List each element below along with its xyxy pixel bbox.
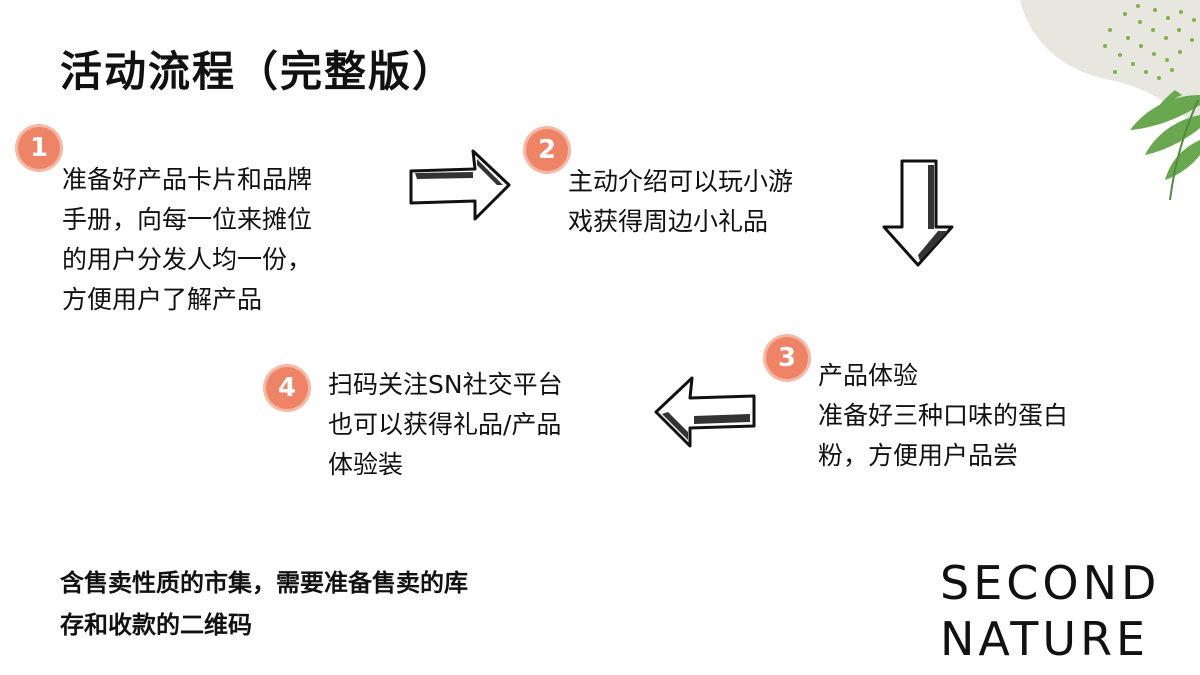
step-1-text: 准备好产品卡片和品牌 手册，向每一位来摊位 的用户分发人均一份， 方便用户了解产… bbox=[62, 160, 312, 320]
step-4-line: 也可以获得礼品/产品 bbox=[328, 410, 562, 439]
page-title: 活动流程（完整版） bbox=[60, 47, 457, 96]
leaf-icon bbox=[1130, 90, 1200, 200]
footer-note-line: 含售卖性质的市集，需要准备售卖的库 bbox=[60, 569, 468, 597]
step-1-line: 的用户分发人均一份， bbox=[62, 245, 313, 274]
step-1-line: 方便用户了解产品 bbox=[62, 285, 263, 314]
logo-line-1: SECOND bbox=[940, 556, 1161, 610]
arrow-right-icon bbox=[409, 149, 511, 221]
step-2-text: 主动介绍可以玩小游 戏获得周边小礼品 bbox=[568, 162, 793, 242]
step-2-line: 主动介绍可以玩小游 bbox=[568, 167, 794, 196]
logo-line-2: NATURE bbox=[940, 612, 1150, 666]
background-blob bbox=[1020, 0, 1200, 130]
dot-pattern bbox=[1103, 4, 1196, 80]
step-1-line: 手册，向每一位来摊位 bbox=[62, 205, 313, 234]
arrow-down-icon bbox=[882, 159, 954, 267]
step-3-line: 准备好三种口味的蛋白 bbox=[818, 401, 1069, 430]
corner-decoration bbox=[1020, 0, 1200, 200]
footer-note-line: 存和收款的二维码 bbox=[60, 611, 252, 639]
step-1-badge: 1 bbox=[18, 127, 60, 169]
step-4-line: 扫码关注SN社交平台 bbox=[328, 370, 563, 399]
step-2-badge: 2 bbox=[526, 129, 568, 171]
step-3-line: 产品体验 bbox=[818, 361, 919, 390]
step-3-badge: 3 bbox=[766, 337, 808, 379]
step-1-line: 准备好产品卡片和品牌 bbox=[62, 165, 313, 194]
step-3-text: 产品体验 准备好三种口味的蛋白 粉，方便用户品尝 bbox=[818, 356, 1068, 476]
step-4-badge: 4 bbox=[266, 367, 308, 409]
footer-note: 含售卖性质的市集，需要准备售卖的库 存和收款的二维码 bbox=[60, 562, 468, 646]
brand-logo: SECOND NATURE bbox=[940, 555, 1160, 667]
step-2-line: 戏获得周边小礼品 bbox=[568, 207, 769, 236]
step-4-line: 体验装 bbox=[328, 450, 404, 479]
arrow-left-icon bbox=[654, 376, 756, 448]
step-4-text: 扫码关注SN社交平台 也可以获得礼品/产品 体验装 bbox=[328, 365, 563, 485]
step-3-line: 粉，方便用户品尝 bbox=[818, 441, 1019, 470]
